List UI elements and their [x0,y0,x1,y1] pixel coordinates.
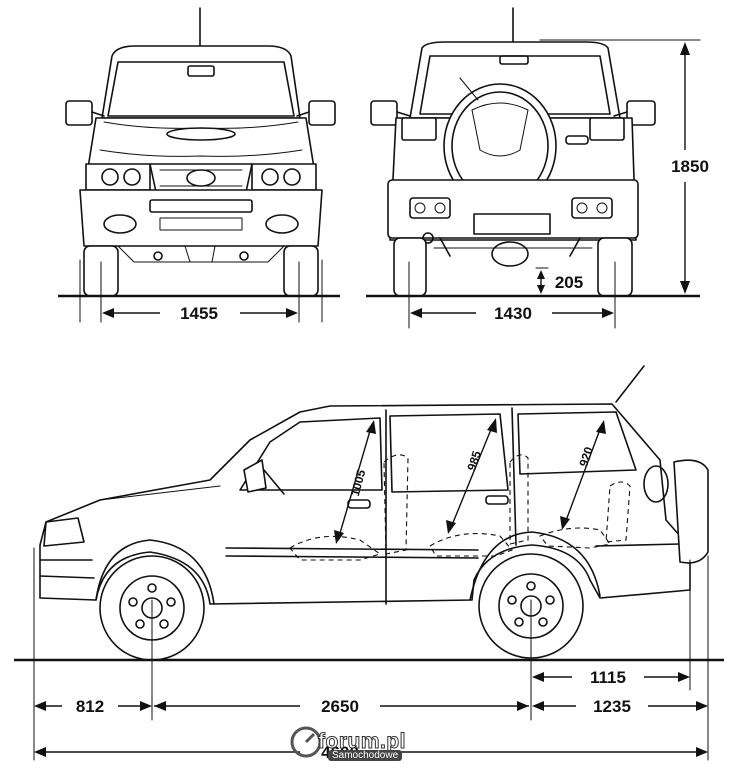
dim-interior-height-middle: 985 [464,449,484,473]
dim-front-overhang: 812 [76,697,104,716]
dim-ground-clearance: 205 [555,273,583,292]
dim-interior-height-front: 1005 [348,468,369,498]
dim-front-track: 1455 [180,304,218,323]
dim-wheelbase: 2650 [321,697,359,716]
watermark: forum.pl Samochodowe [318,730,458,761]
watermark-main: forum.pl [318,730,407,754]
dim-interior-height-rear: 920 [576,445,596,469]
steering-wheel-icon [263,469,285,495]
dim-height: 1850 [671,157,709,176]
watermark-sub: Samochodowe [328,750,403,761]
rear-view [366,7,701,329]
dim-rear-overhang-total: 1235 [593,697,631,716]
watermark-logo [290,726,322,758]
side-view [14,365,724,761]
dim-rear-overhang-wheel-center: 1115 [590,668,626,687]
front-view [58,7,340,323]
dim-rear-track: 1430 [494,304,532,323]
